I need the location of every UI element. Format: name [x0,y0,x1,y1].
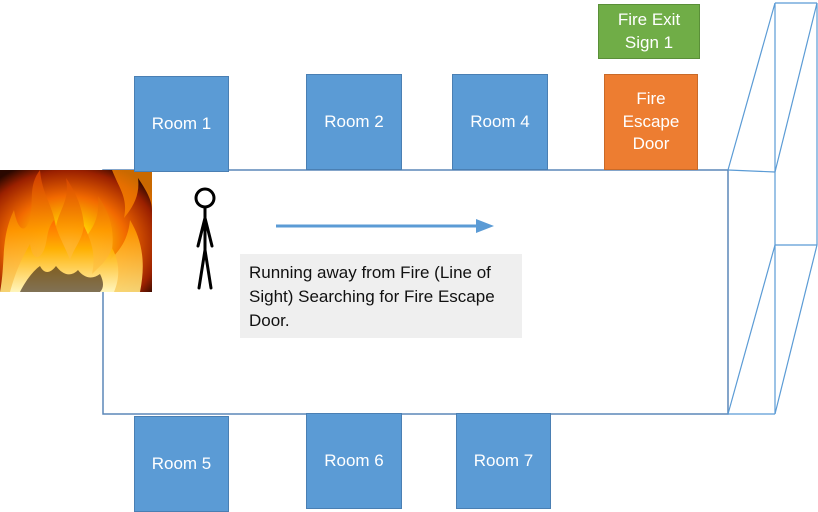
room-5-label: Room 5 [151,453,212,473]
room-1-label: Room 1 [151,113,212,133]
fire-exit-sign: Fire Exit Sign 1 [598,4,700,59]
stick-figure-icon [194,187,216,290]
room-1: Room 1 [134,76,229,172]
room-6: Room 6 [306,413,402,509]
room-7: Room 7 [456,413,551,509]
caption-text: Running away from Fire (Line of Sight) S… [249,263,495,330]
fire-image [0,170,152,292]
room-4: Room 4 [452,74,548,170]
fire-exit-sign-label: Fire Exit Sign 1 [617,9,681,52]
fire-escape-door: Fire Escape Door [604,74,698,170]
stairwell-outline [727,2,818,415]
room-2: Room 2 [306,74,402,170]
room-7-label: Room 7 [473,450,534,470]
room-5: Room 5 [134,416,229,512]
fire-escape-door-label: Fire Escape Door [622,88,680,154]
room-2-label: Room 2 [324,111,384,131]
arrow-right-icon [276,219,494,233]
room-4-label: Room 4 [470,111,530,131]
room-6-label: Room 6 [324,450,384,470]
caption-box: Running away from Fire (Line of Sight) S… [240,254,522,338]
